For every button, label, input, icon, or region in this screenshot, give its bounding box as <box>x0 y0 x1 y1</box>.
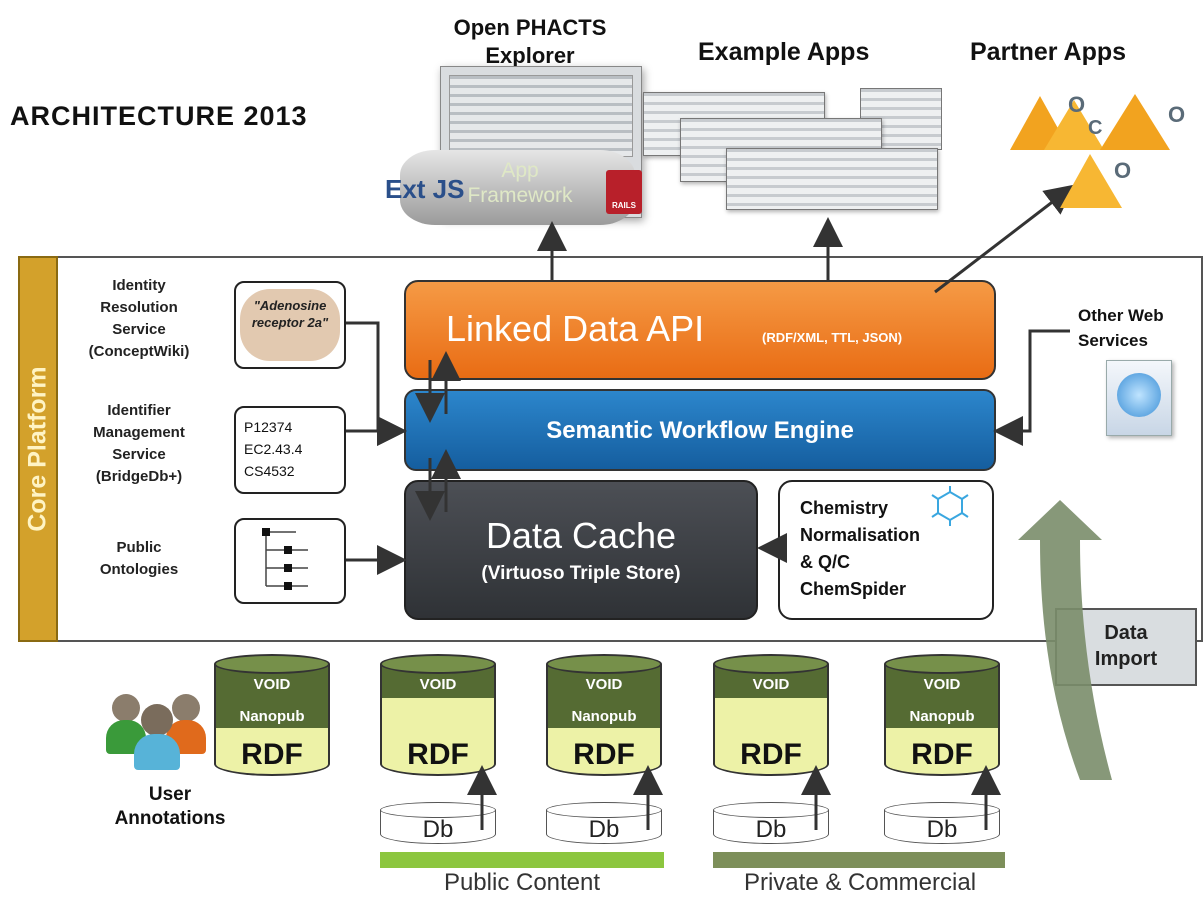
core-platform-bar <box>18 256 58 642</box>
identifier-management-label: Identifier Management Service (BridgeDb+… <box>93 402 185 485</box>
tree-icon <box>262 528 308 590</box>
data-import-label: Data Import <box>1094 622 1158 670</box>
nanopub-label: Nanopub <box>571 708 637 725</box>
partner-apps-label: Partner Apps <box>970 38 1127 66</box>
app-framework-shape <box>400 150 635 225</box>
db-cylinder: Db <box>380 802 496 846</box>
public-ontologies-label: Public Ontologies <box>99 539 179 578</box>
explorer-label: Open PHACTS Explorer <box>453 15 607 68</box>
identity-resolution-label: Identity Resolution Service (ConceptWiki… <box>88 277 190 360</box>
datastore-cylinder: VOID Nanopub RDF <box>214 654 330 784</box>
db-cylinder: Db <box>546 802 662 846</box>
datastore-cylinder: VOID Nanopub RDF <box>884 654 1000 784</box>
rdf-label: RDF <box>241 738 303 771</box>
private-commercial-bar <box>713 852 1005 868</box>
identifier-box: P12374 EC2.43.4 CS4532 <box>234 406 346 494</box>
arrow-identity-to-workflow <box>346 321 407 446</box>
private-commercial-label: Private & Commercial <box>743 869 977 896</box>
user-annotations-label: User Annotations <box>114 784 226 829</box>
rails-logo <box>606 170 642 214</box>
molecule-icon <box>931 486 969 526</box>
db-cylinder: Db <box>713 802 829 846</box>
db-label: Db <box>755 816 787 843</box>
data-import-arrow <box>1018 500 1112 780</box>
rdf-label: RDF <box>573 738 635 771</box>
public-content-label: Public Content <box>443 869 601 896</box>
public-content-bar <box>380 852 664 868</box>
rdf-label: RDF <box>407 738 469 771</box>
arrow-webservices-to-workflow <box>993 329 1070 446</box>
partner-apps-icons: O C O O <box>1010 92 1185 208</box>
linked-data-api-formats: (RDF/XML, TTL, JSON) <box>762 330 903 345</box>
void-label: VOID <box>752 676 790 693</box>
void-label: VOID <box>253 676 291 693</box>
db-label: Db <box>588 816 620 843</box>
rdf-label: RDF <box>911 738 973 771</box>
workflow-engine-label: Semantic Workflow Engine <box>546 417 854 444</box>
core-platform-frame <box>58 256 1203 642</box>
nanopub-label: Nanopub <box>239 708 305 725</box>
page-title: ARCHITECTURE 2013 <box>10 101 308 131</box>
web-service-icon <box>1106 360 1172 436</box>
datastore-cylinder: VOID Nanopub RDF <box>546 654 662 784</box>
extjs-label: Ext JS <box>385 174 465 204</box>
svg-text:O: O <box>1068 92 1085 117</box>
linked-data-api-box <box>404 280 996 380</box>
identifier-example-text: P12374 EC2.43.4 CS4532 <box>244 419 303 479</box>
identity-box: "Adenosine receptor 2a" <box>234 281 346 369</box>
data-cache-subtitle: (Virtuoso Triple Store) <box>481 563 681 584</box>
example-app-window <box>726 148 938 210</box>
data-cache-title: Data Cache <box>485 515 677 556</box>
db-label: Db <box>926 816 958 843</box>
svg-text:O: O <box>1168 102 1185 127</box>
void-label: VOID <box>419 676 457 693</box>
rdf-label: RDF <box>740 738 802 771</box>
rails-label: RAILS <box>612 201 636 210</box>
other-web-services-label: Other Web Services <box>1078 306 1164 350</box>
svg-text:O: O <box>1114 158 1131 183</box>
datastore-cylinder: VOID RDF <box>380 654 496 784</box>
nanopub-label: Nanopub <box>909 708 975 725</box>
linked-data-api-title: Linked Data API <box>446 308 705 349</box>
identity-example-text: "Adenosine receptor 2a" <box>251 298 329 330</box>
users-icon <box>106 690 212 772</box>
chemistry-label: Chemistry Normalisation & Q/C ChemSpider <box>800 498 921 599</box>
datastore-cylinder: VOID RDF <box>713 654 829 784</box>
db-cylinder: Db <box>884 802 1000 846</box>
arrow-api-to-partner-apps <box>934 184 1076 294</box>
ontology-box <box>234 518 346 604</box>
workflow-engine-box <box>404 389 996 471</box>
svg-text:C: C <box>1088 117 1102 139</box>
example-apps-label: Example Apps <box>698 38 870 66</box>
db-label: Db <box>422 816 454 843</box>
app-framework-label: App Framework <box>467 159 573 207</box>
void-label: VOID <box>585 676 623 693</box>
void-label: VOID <box>923 676 961 693</box>
